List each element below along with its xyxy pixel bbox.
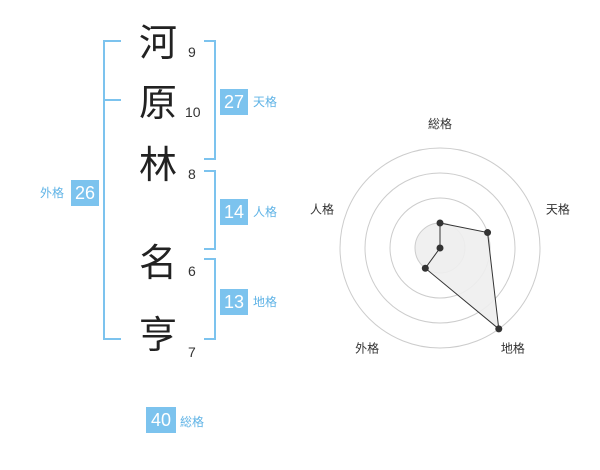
stroke-count-3: 8 bbox=[188, 166, 196, 182]
radar-point-4 bbox=[421, 264, 429, 272]
name-char-2: 原 bbox=[138, 81, 177, 125]
radar-ring-3 bbox=[364, 172, 516, 324]
radar-axis-label-4: 外格 bbox=[355, 340, 379, 355]
gaikaku-badge: 26 bbox=[71, 180, 99, 206]
radar-axis-label-5: 人格 bbox=[310, 202, 334, 217]
soukaku-badge: 40 bbox=[146, 407, 176, 433]
radar-axis-label-1: 総格 bbox=[428, 116, 452, 131]
chikaku-bracket bbox=[204, 258, 216, 340]
radar-ring-2 bbox=[389, 197, 491, 299]
jinkaku-badge: 14 bbox=[220, 199, 248, 225]
radar-point-2 bbox=[484, 229, 492, 237]
name-char-3: 林 bbox=[138, 143, 177, 187]
stroke-count-1: 9 bbox=[188, 44, 196, 60]
gaikaku-bracket-mid bbox=[103, 99, 121, 101]
soukaku-label: 総格 bbox=[180, 415, 205, 429]
jinkaku-bracket bbox=[204, 170, 216, 250]
name-char-5: 亨 bbox=[138, 313, 177, 357]
gaikaku-label: 外格 bbox=[40, 186, 65, 200]
stroke-count-5: 7 bbox=[188, 344, 196, 360]
name-char-1: 河 bbox=[138, 21, 177, 65]
radar-axis-label-3: 地格 bbox=[501, 340, 525, 355]
name-char-4: 名 bbox=[138, 241, 177, 285]
tenkaku-label: 天格 bbox=[253, 95, 278, 109]
chikaku-label: 地格 bbox=[253, 295, 278, 309]
tenkaku-bracket bbox=[204, 40, 216, 160]
gaikaku-bracket bbox=[103, 40, 121, 340]
chikaku-badge: 13 bbox=[220, 289, 248, 315]
stroke-count-4: 6 bbox=[188, 263, 196, 279]
radar-point-1 bbox=[436, 219, 444, 227]
tenkaku-badge: 27 bbox=[220, 89, 248, 115]
radar-point-5 bbox=[436, 244, 444, 252]
radar-data-polygon bbox=[424, 222, 500, 331]
jinkaku-label: 人格 bbox=[253, 205, 278, 219]
stroke-count-2: 10 bbox=[185, 104, 201, 120]
radar-axis-label-2: 天格 bbox=[546, 202, 570, 217]
radar-point-3 bbox=[495, 325, 503, 333]
radar-ring-4 bbox=[339, 147, 541, 349]
